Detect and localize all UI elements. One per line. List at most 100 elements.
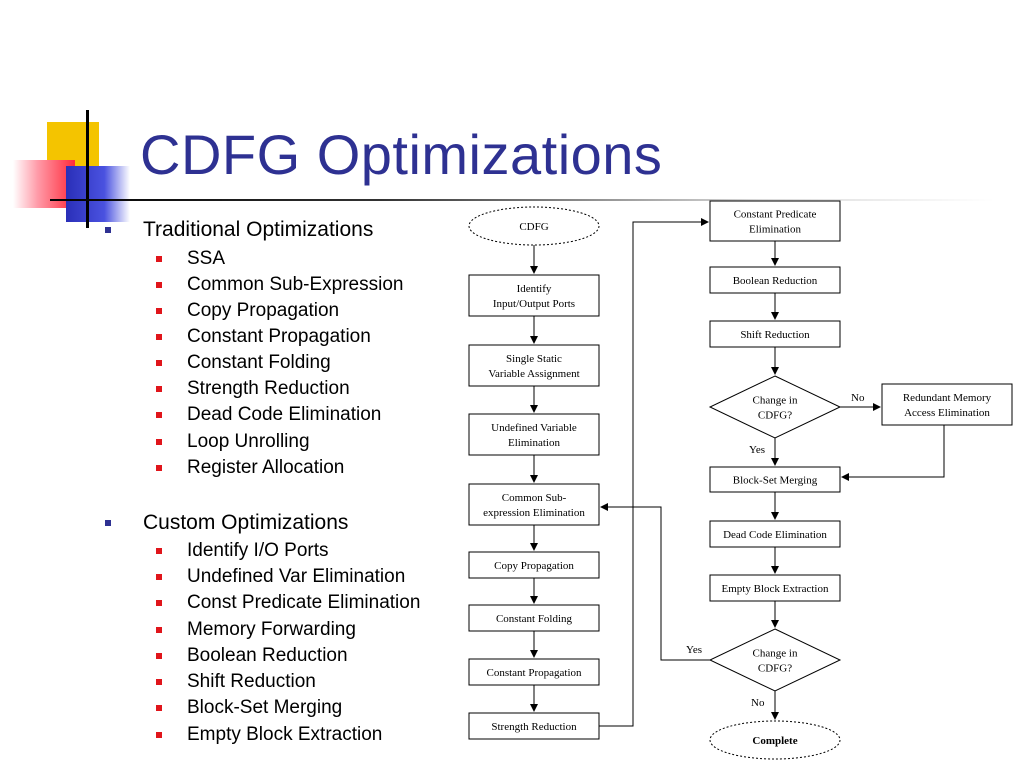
bullet-item: Block-Set Merging	[156, 697, 343, 719]
flow-block-set-merging-label: Block-Set Merging	[733, 475, 818, 487]
flow-decision-change-2-label: CDFG?	[758, 663, 792, 675]
flow-end-complete	[709, 720, 841, 760]
bullet-item: Const Predicate Elimination	[156, 592, 421, 614]
flow-empty-block-extraction-label: Empty Block Extraction	[722, 583, 829, 595]
flow-undefined-var-elim-label: Elimination	[508, 437, 560, 449]
flow-redundant-memory-elim-label: Access Elimination	[904, 407, 990, 419]
bullet-text: Boolean Reduction	[187, 645, 348, 666]
bullet-marker-icon	[156, 412, 162, 418]
bullet-item: Boolean Reduction	[156, 645, 348, 667]
bullet-text: Undefined Var Elimination	[187, 566, 406, 587]
bullet-marker-icon	[156, 653, 162, 659]
flow-end-complete-label: Complete	[752, 735, 797, 747]
flow-empty-block-extraction	[709, 574, 841, 602]
bullet-marker-icon	[105, 520, 111, 526]
flow-strength-reduction-label: Strength Reduction	[491, 721, 577, 733]
bullet-item: Loop Unrolling	[156, 431, 310, 453]
flow-arrow-redundant-to-merge	[841, 425, 945, 481]
flow-const-prop-label: Constant Propagation	[486, 667, 582, 679]
flow-label-no-1: No	[851, 392, 865, 404]
flow-arrow-yes-back-to-cse	[600, 503, 710, 661]
flow-decision-change-1-label: CDFG?	[758, 410, 792, 422]
flow-decision-change-2-label: Change in	[753, 648, 798, 660]
bullet-marker-icon	[156, 548, 162, 554]
title-underline	[50, 199, 995, 201]
flow-strength-reduction	[468, 712, 600, 740]
bullet-marker-icon	[156, 465, 162, 471]
flow-shift-reduction	[709, 320, 841, 348]
flow-dead-code-elim	[709, 520, 841, 548]
flow-dead-code-elim-label: Dead Code Elimination	[723, 529, 827, 541]
bullet-item: Constant Folding	[156, 352, 331, 374]
flow-ssa-label: Single Static	[506, 353, 562, 365]
bullet-marker-icon	[156, 360, 162, 366]
flow-cse-label: Common Sub-	[502, 492, 567, 504]
flow-redundant-memory-elim	[881, 383, 1013, 426]
bullet-item: Register Allocation	[156, 457, 345, 479]
bullet-text: Identify I/O Ports	[187, 540, 329, 561]
flow-decision-change-1-label: Change in	[753, 395, 798, 407]
bullet-marker-icon	[156, 705, 162, 711]
flow-label-yes-1: Yes	[749, 444, 765, 456]
flow-const-predicate-elim	[709, 200, 841, 242]
bullet-marker-icon	[156, 574, 162, 580]
flow-shift-reduction-label: Shift Reduction	[740, 329, 810, 341]
flow-start-cdfg	[468, 206, 600, 246]
flow-ssa	[468, 344, 600, 387]
title-deco-blue-square	[66, 166, 130, 222]
flow-const-predicate-elim-label: Constant Predicate	[734, 209, 817, 221]
bullet-marker-icon	[156, 679, 162, 685]
flow-label-yes-2: Yes	[686, 644, 702, 656]
flow-decision-change-2	[708, 628, 842, 692]
bullet-text: Loop Unrolling	[187, 431, 310, 452]
flow-copy-prop-label: Copy Propagation	[494, 560, 574, 572]
bullet-item: Dead Code Elimination	[156, 404, 382, 426]
bullet-item: Undefined Var Elimination	[156, 566, 406, 588]
bullet-text: SSA	[187, 248, 226, 269]
bullet-marker-icon	[156, 439, 162, 445]
bullet-item: Identify I/O Ports	[156, 540, 329, 562]
title-deco-vertical-line	[86, 110, 89, 228]
slide-title: CDFG Optimizations	[140, 123, 663, 186]
bullet-item: Memory Forwarding	[156, 619, 356, 641]
bullet-text: Constant Propagation	[187, 326, 371, 347]
bullet-item: Constant Propagation	[156, 326, 371, 348]
flow-cse-label: expression Elimination	[483, 507, 585, 519]
flow-ssa-label: Variable Assignment	[488, 368, 579, 380]
flow-start-cdfg-label: CDFG	[519, 221, 548, 233]
flow-boolean-reduction	[709, 266, 841, 294]
bullet-item: SSA	[156, 248, 226, 270]
flow-redundant-memory-elim-label: Redundant Memory	[903, 392, 992, 404]
flow-copy-prop	[468, 551, 600, 579]
bullet-marker-icon	[105, 227, 111, 233]
flow-const-folding-label: Constant Folding	[496, 613, 573, 625]
flow-cse	[468, 483, 600, 526]
bullet-text: Shift Reduction	[187, 671, 316, 692]
bullet-text: Custom Optimizations	[143, 511, 349, 534]
bullet-item: Shift Reduction	[156, 671, 316, 693]
flow-identify-ports-label: Identify	[517, 283, 552, 295]
flow-const-predicate-elim-label: Elimination	[749, 224, 801, 236]
flow-identify-ports-label: Input/Output Ports	[493, 298, 575, 310]
bullet-text: Memory Forwarding	[187, 619, 356, 640]
bullet-marker-icon	[156, 282, 162, 288]
bullet-traditional-heading: Traditional Optimizations	[105, 218, 373, 242]
bullet-text: Register Allocation	[187, 457, 345, 478]
bullet-text: Copy Propagation	[187, 300, 340, 321]
flow-identify-ports	[468, 274, 600, 317]
bullet-marker-icon	[156, 334, 162, 340]
bullet-text: Empty Block Extraction	[187, 724, 383, 745]
bullet-text: Const Predicate Elimination	[187, 592, 421, 613]
bullet-item: Copy Propagation	[156, 300, 340, 322]
bullet-marker-icon	[156, 386, 162, 392]
flow-decision-change-1	[708, 375, 842, 439]
bullet-item: Empty Block Extraction	[156, 724, 383, 746]
bullet-text: Dead Code Elimination	[187, 404, 382, 425]
bullet-text: Block-Set Merging	[187, 697, 343, 718]
bullet-marker-icon	[156, 308, 162, 314]
bullet-item: Common Sub-Expression	[156, 274, 403, 296]
flow-arrow-loop-to-const-predicate	[599, 218, 709, 727]
flow-boolean-reduction-label: Boolean Reduction	[733, 275, 818, 287]
bullet-text: Constant Folding	[187, 352, 331, 373]
